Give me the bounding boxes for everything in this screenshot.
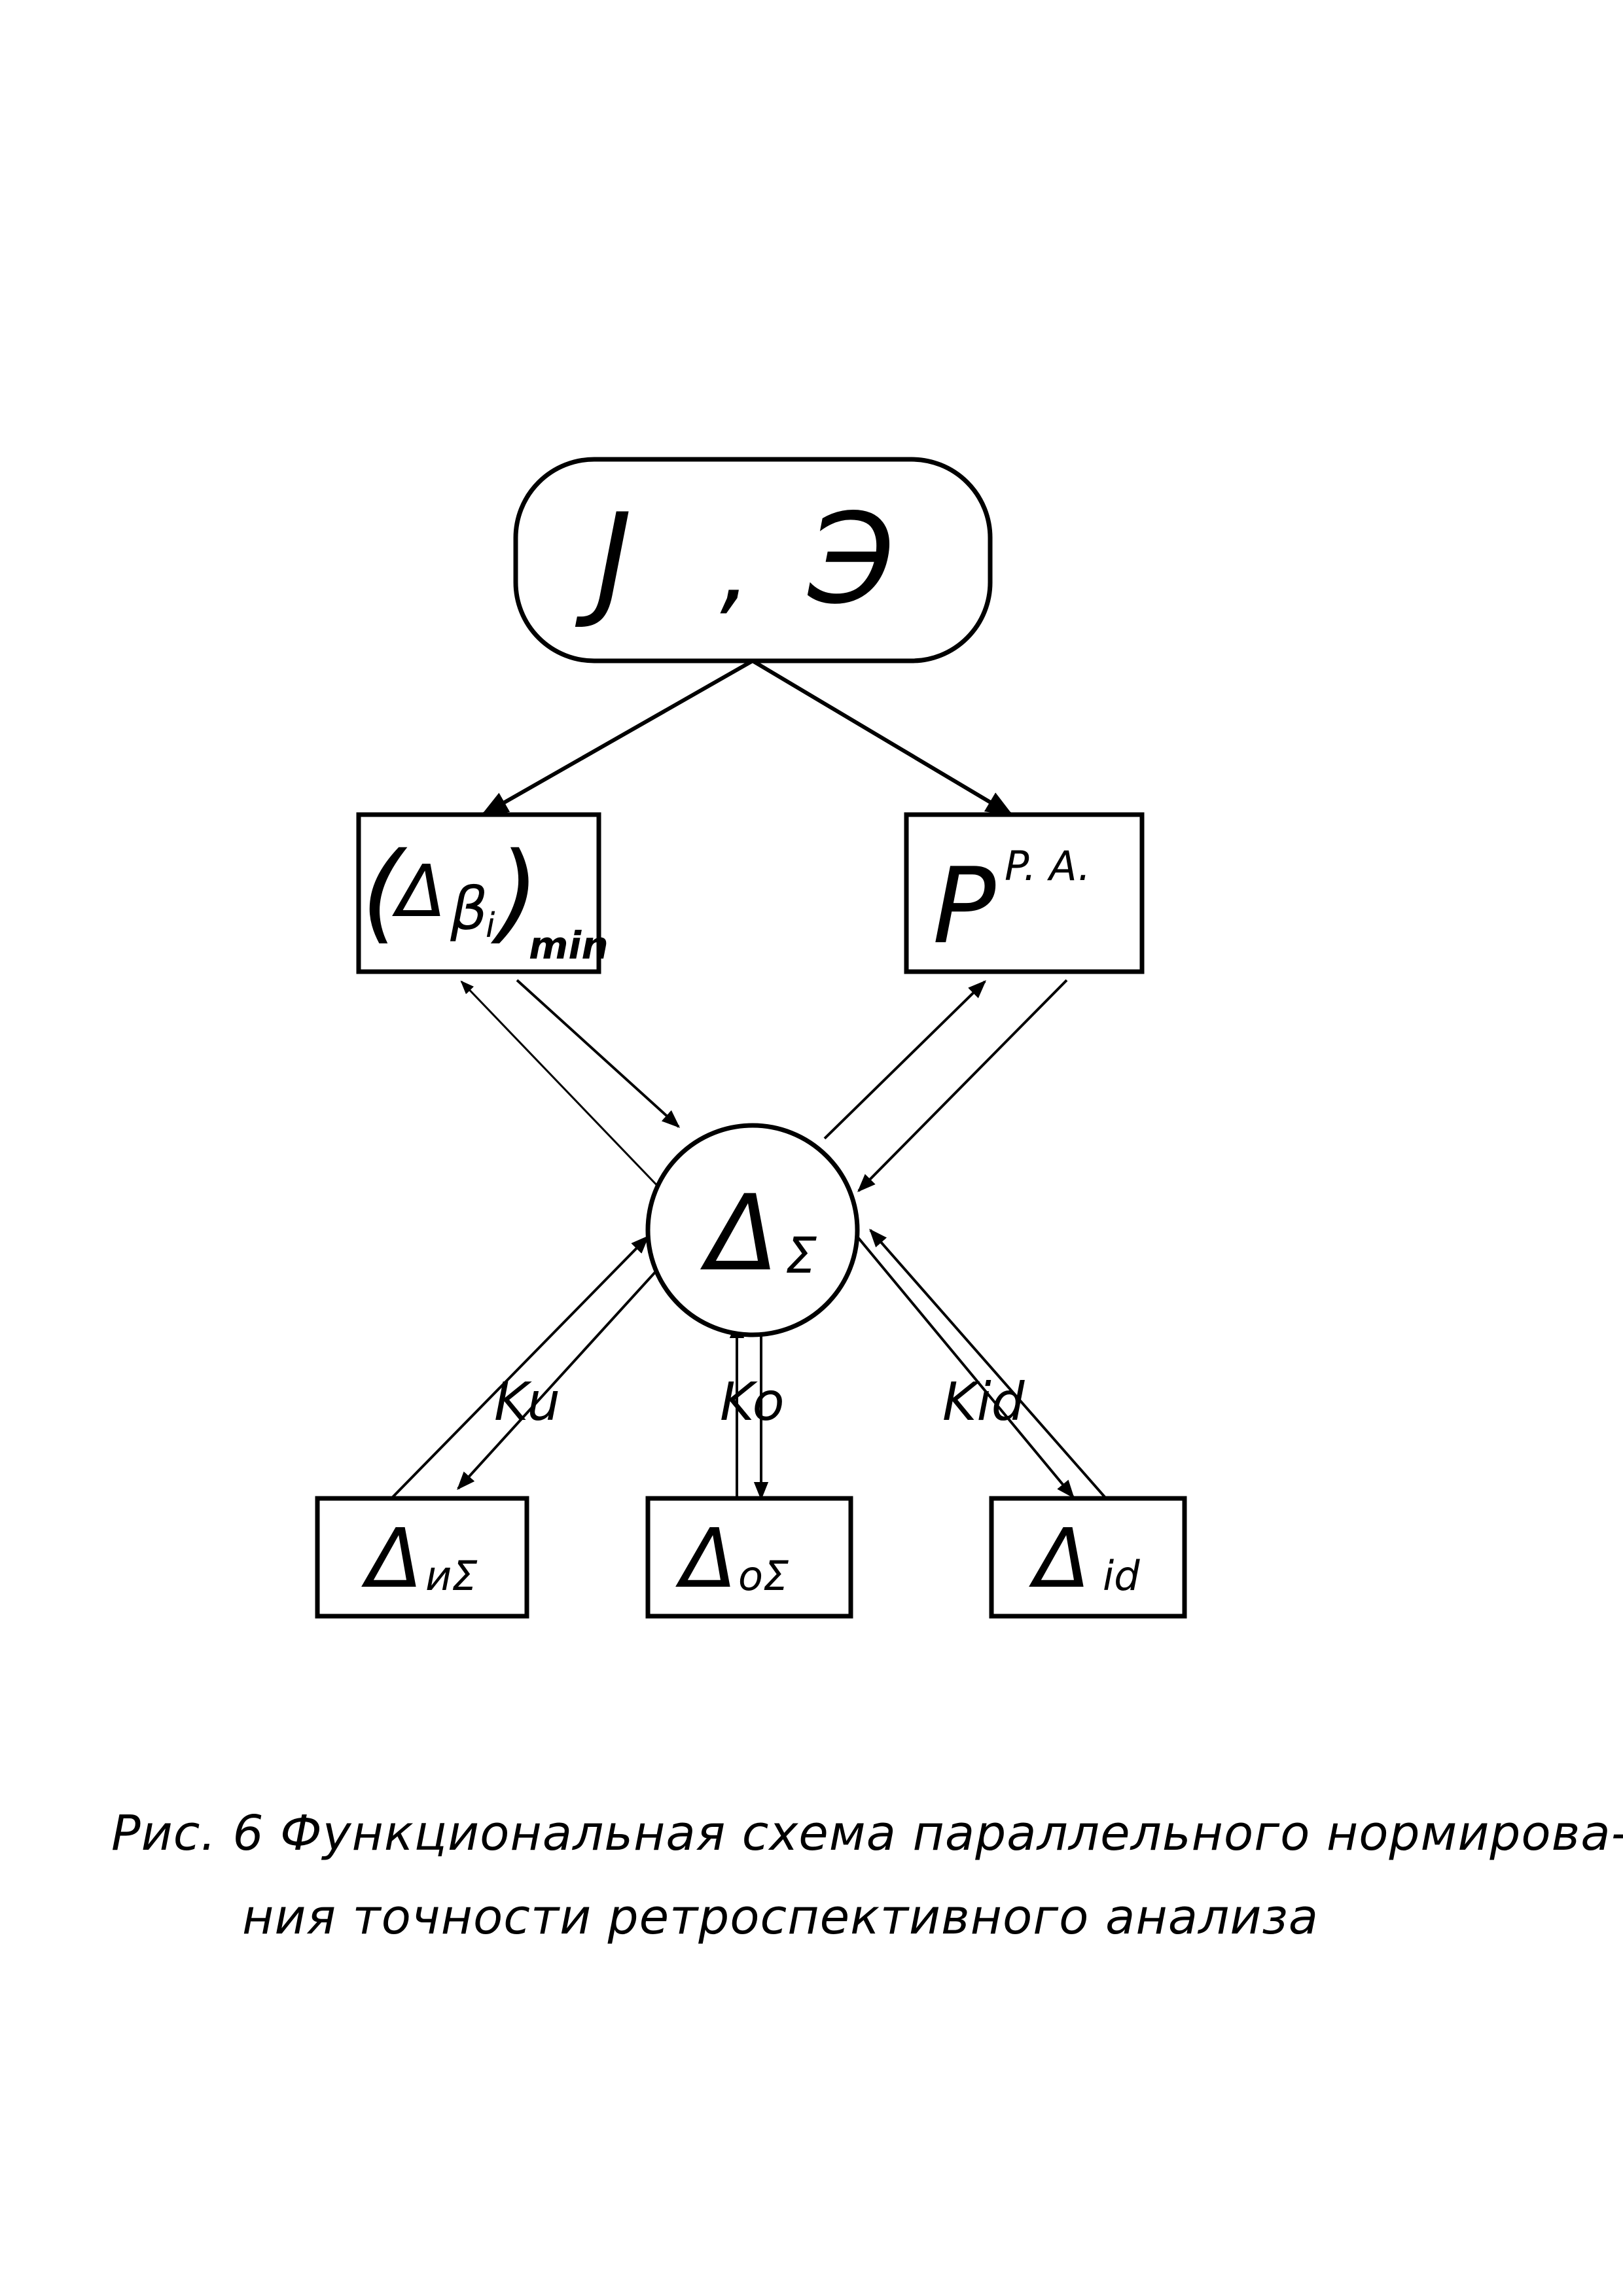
node-top: Ј , Э <box>513 457 993 663</box>
figure-caption-line-1: Рис. 6 Функциональная схема параллельног… <box>111 1805 1623 1862</box>
node-top-separator: , <box>720 512 751 626</box>
edge-label-ku: Ku <box>494 1371 560 1432</box>
node-delta-id-delta: Δ <box>1029 1511 1090 1606</box>
edges-lower <box>391 1228 1107 1502</box>
edge-p-ra-in <box>823 980 987 1140</box>
edge-p-ra-out <box>857 979 1068 1192</box>
edge-id-in <box>869 1228 1107 1500</box>
node-delta-o-sigma: Δ оΣ <box>645 1496 853 1619</box>
edge-id-out <box>856 1235 1075 1499</box>
node-p-ra-main: P <box>933 845 996 967</box>
figure-caption: Рис. 6 Функциональная схема параллельног… <box>111 1792 1623 1959</box>
node-delta-u-sigma: Δ иΣ <box>315 1496 529 1619</box>
edges-top <box>480 659 1014 817</box>
node-delta-beta-sub-min: min <box>529 923 609 968</box>
node-delta-sigma: Δ Σ <box>645 1123 860 1337</box>
edge-label-ko: Ko <box>720 1371 785 1432</box>
edge-labels: Ku Ko Kid <box>494 1371 1026 1432</box>
edge-delta-beta-out <box>516 979 681 1128</box>
node-delta-o-sigma-delta: Δ <box>675 1511 737 1606</box>
edge-top-to-p-ra <box>751 659 1014 817</box>
node-delta-beta-min: ( Δ β i ) min <box>356 812 609 974</box>
node-delta-u-sigma-sub: иΣ <box>425 1552 478 1600</box>
node-p-ra-superscript: P. A. <box>1005 842 1091 890</box>
node-delta-sigma-delta: Δ <box>700 1172 778 1294</box>
node-top-right-letter: Э <box>807 487 895 631</box>
edge-delta-beta-in <box>460 980 664 1192</box>
node-delta-beta-delta: Δ <box>392 849 446 933</box>
node-delta-beta-i: i <box>486 906 495 945</box>
node-delta-o-sigma-sub: оΣ <box>738 1552 789 1600</box>
node-p-ra: P P. A. <box>904 812 1145 974</box>
edge-top-to-delta-beta <box>480 659 754 817</box>
node-delta-sigma-sub: Σ <box>785 1226 817 1284</box>
node-delta-id: Δ id <box>989 1496 1187 1619</box>
edge-u-in <box>391 1235 649 1498</box>
figure-caption-line-2: ния точности ретроспективного анализа <box>242 1889 1319 1945</box>
edge-u-out <box>457 1254 672 1491</box>
node-delta-beta-beta: β <box>450 875 488 944</box>
edges-upper <box>460 979 1068 1192</box>
node-delta-id-sub: id <box>1103 1552 1140 1600</box>
edge-label-kid: Kid <box>942 1371 1026 1432</box>
node-delta-u-sigma-delta: Δ <box>361 1511 423 1606</box>
node-delta-beta-close-paren: ) <box>490 829 539 955</box>
node-delta-beta-open-paren: ( <box>361 829 408 955</box>
